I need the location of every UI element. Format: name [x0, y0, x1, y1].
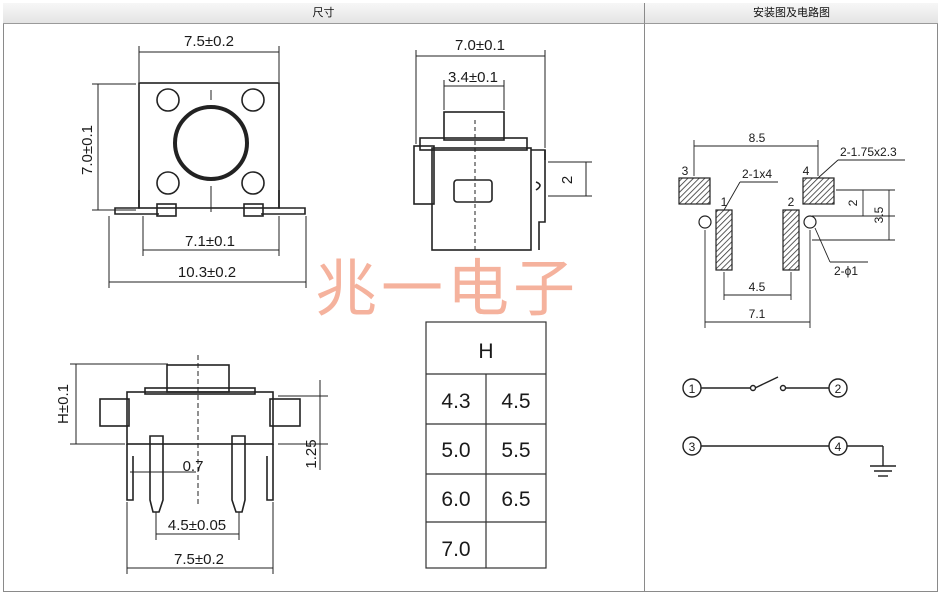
height-table-header: H	[478, 340, 493, 363]
top-view	[114, 82, 306, 217]
pcb-pad-span: 8.5	[749, 131, 766, 145]
circuit-node-4: 4	[835, 440, 842, 454]
pcb-layout	[678, 177, 835, 271]
pcb-pad-size: 2-1.75x2.3	[840, 145, 897, 159]
side-view-dimensions	[415, 50, 592, 250]
top-lead-span-label: 7.1±0.1	[185, 233, 235, 250]
side-pin-offset-label: 2	[559, 176, 576, 184]
side-width-label: 7.0±0.1	[455, 37, 505, 54]
watermark: 兆一电子	[315, 252, 579, 325]
pcb-hole-label: 2-ϕ1	[834, 264, 858, 278]
circuit-node-1: 1	[689, 382, 696, 396]
front-view-dimensions	[70, 363, 328, 574]
front-body	[126, 391, 274, 445]
pcb-label-3: 3	[682, 164, 689, 178]
top-view-body	[138, 82, 280, 209]
corner-circle	[156, 171, 180, 195]
hole-right	[803, 215, 817, 229]
circuit-ground	[682, 436, 896, 477]
pcb-dim-3-5: 3.5	[872, 206, 886, 223]
circuit-node-2: 2	[835, 382, 842, 396]
top-width-label: 7.5±0.2	[184, 33, 234, 50]
side-body	[431, 147, 532, 251]
front-pin-right	[231, 435, 246, 513]
front-pin-pitch-label: 4.5±0.05	[168, 517, 226, 534]
top-view-dimensions	[92, 46, 307, 288]
slot-2	[782, 209, 800, 271]
height-cell: 4.3	[441, 390, 470, 413]
front-pin-height-label: 1.25	[303, 439, 320, 468]
pcb-total-width: 7.1	[749, 307, 766, 321]
height-cell: 6.5	[501, 488, 530, 511]
height-cell: 5.0	[441, 439, 470, 462]
pcb-slot-size: 2-1x4	[742, 167, 772, 181]
side-button-width-label: 3.4±0.1	[448, 69, 498, 86]
pcb-label-2: 2	[788, 195, 795, 209]
front-pin-left	[149, 435, 164, 513]
right-lead	[261, 190, 306, 215]
height-cell: 5.5	[501, 439, 530, 462]
top-total-width-label: 10.3±0.2	[178, 264, 236, 281]
front-view	[99, 355, 301, 513]
corner-circle	[241, 88, 265, 112]
corner-circle	[241, 171, 265, 195]
button-circle	[173, 105, 249, 181]
top-height-label: 7.0±0.1	[79, 125, 96, 175]
header-mounting-circuit: 安装图及电路图	[644, 3, 938, 24]
pcb-slot-pitch: 4.5	[749, 280, 766, 294]
slot-1	[715, 209, 733, 271]
column-divider	[644, 24, 645, 592]
front-width-label: 7.5±0.2	[174, 551, 224, 568]
height-cell: 7.0	[441, 538, 470, 561]
pcb-label-1: 1	[721, 195, 728, 209]
circuit-switch	[682, 376, 848, 398]
height-cell: 4.5	[501, 390, 530, 413]
button-plunger	[443, 111, 505, 141]
corner-circle	[156, 88, 180, 112]
left-lead	[114, 190, 159, 215]
front-pin-width-label: 0.7	[183, 458, 204, 475]
circuit-node-3: 3	[689, 440, 696, 454]
header-dimensions: 尺寸	[3, 3, 644, 24]
pcb-dimensions	[693, 140, 905, 328]
height-table	[425, 321, 547, 569]
front-height-label: H±0.1	[55, 384, 72, 424]
pad-3	[678, 177, 711, 205]
pcb-dim-2: 2	[846, 199, 860, 206]
pad-4	[802, 177, 835, 205]
pcb-label-4: 4	[803, 164, 810, 178]
height-cell: 6.0	[441, 488, 470, 511]
hole-left	[698, 215, 712, 229]
side-view	[413, 111, 546, 251]
